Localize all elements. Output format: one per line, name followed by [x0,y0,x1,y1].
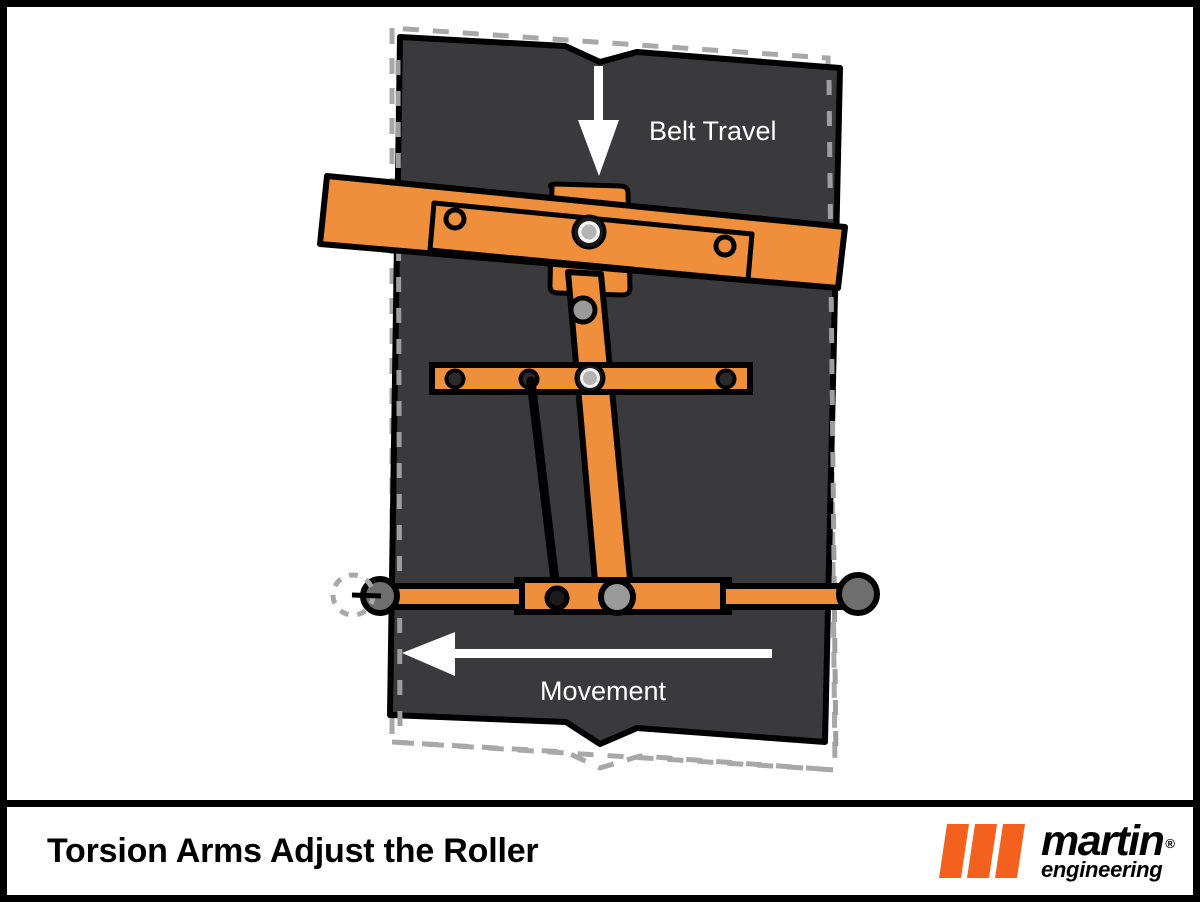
middle-arm-hole-right [715,368,737,390]
martin-m-mark-icon [938,824,1025,878]
top-arm-hole-right [713,234,737,258]
tie-rod-linkage [526,376,562,603]
movement-label: Movement [540,676,667,706]
middle-torsion-arm [429,362,753,395]
roller-center-pivot [598,578,636,616]
tie-rod-attachment-hole [544,585,570,611]
belt-travel-label: Belt Travel [649,116,777,146]
registered-trademark-icon: ® [1165,835,1175,851]
top-arm-hole-left [443,207,467,231]
belt-edge-guide-lines [395,59,839,761]
logo-wordmark: martin ® engineering [1040,816,1175,883]
caption-title: Torsion Arms Adjust the Roller [47,831,539,870]
top-torsion-arm [317,173,848,291]
martin-engineering-logo: martin ® engineering [938,816,1175,883]
caption-bar: Torsion Arms Adjust the Roller martin ® … [7,807,1193,895]
logo-subbrand-text: engineering [1040,857,1163,883]
torsion-arm-diagram: Belt Travel [317,25,880,773]
belt-travel-arrow-icon [578,66,619,176]
logo-brand-text: martin [1040,816,1165,865]
middle-arm-hole-left [444,368,466,390]
original-belt-position-outline [389,25,838,773]
roller-shaft-assembly [360,572,880,616]
original-roller-position-ghost [330,572,382,618]
vertical-arm-upper-pivot-bolt [568,295,598,325]
movement-arrow-icon [402,632,772,676]
roller-end-cap-right [836,572,880,616]
caption-divider [7,800,1193,807]
